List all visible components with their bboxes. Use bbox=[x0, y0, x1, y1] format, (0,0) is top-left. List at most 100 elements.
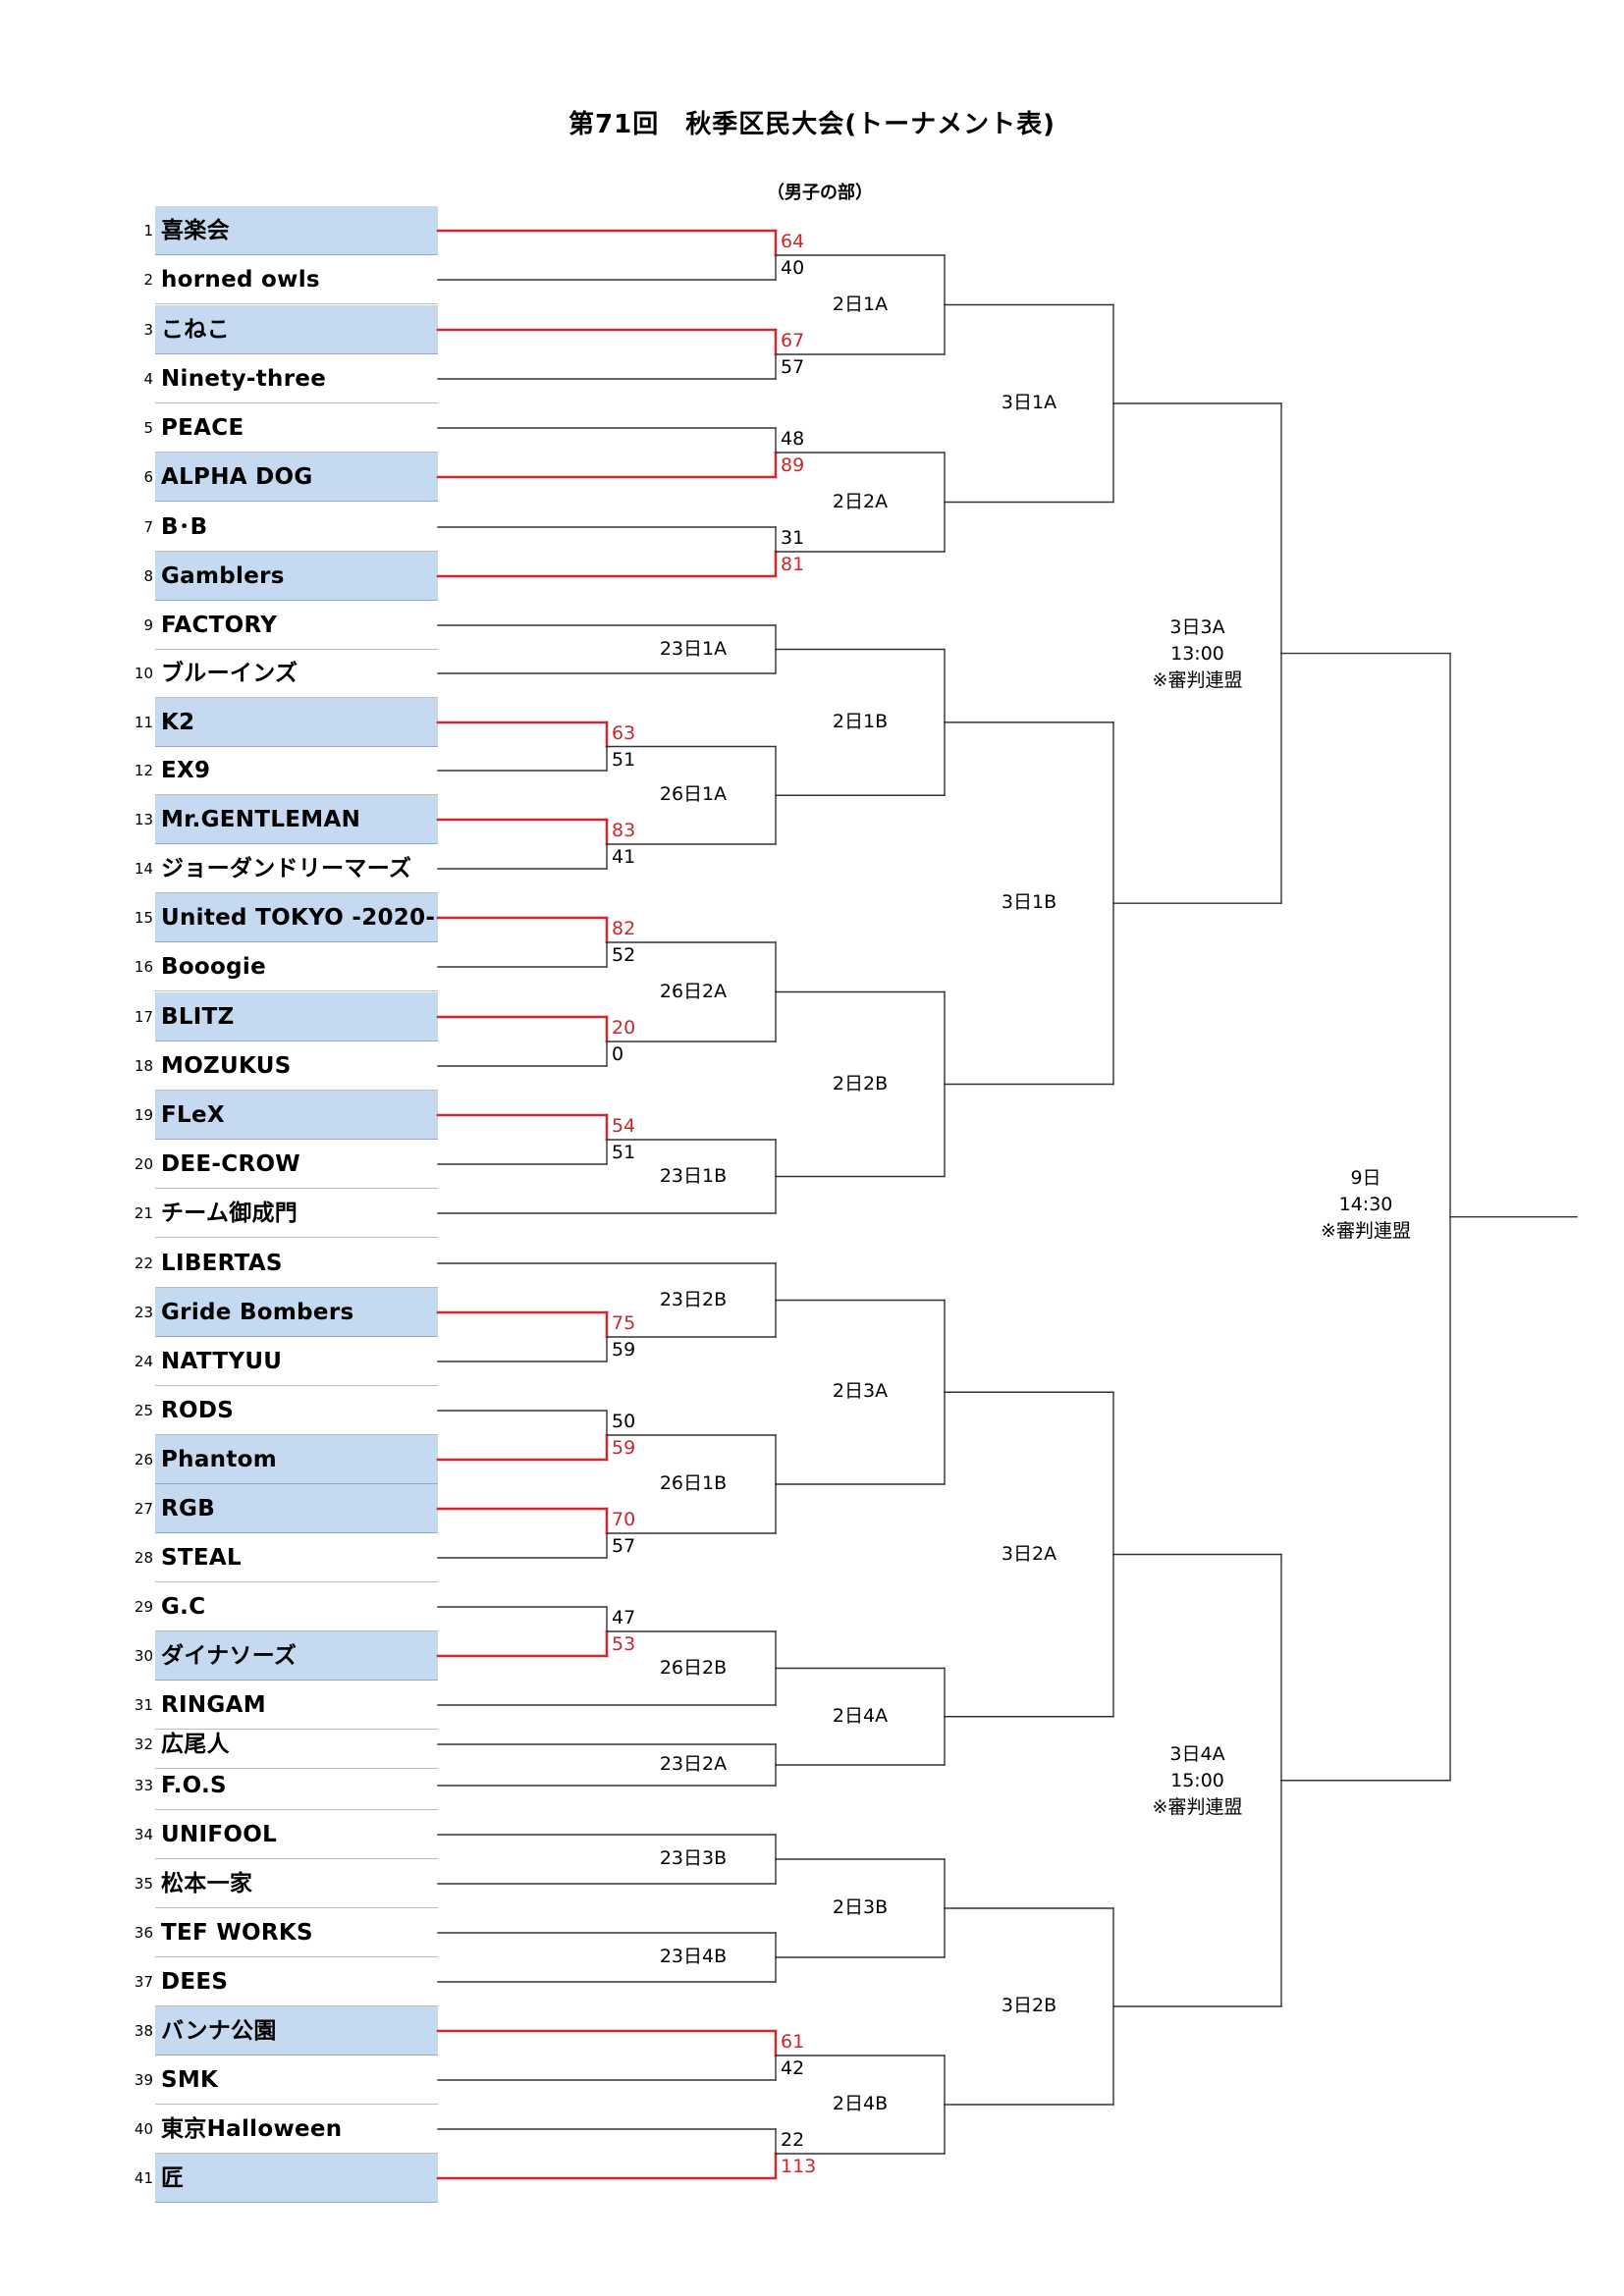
team-name-box: ダイナソーズ bbox=[155, 1631, 438, 1681]
team-number: 25 bbox=[134, 1402, 153, 1419]
team-row: 14 ジョーダンドリーマーズ bbox=[0, 844, 438, 893]
team-name: Ninety-three bbox=[161, 366, 327, 392]
team-number: 10 bbox=[134, 665, 153, 682]
team-name: Booogie bbox=[161, 954, 266, 980]
team-row: 21 チーム御成門 bbox=[0, 1189, 438, 1238]
team-name: 匠 bbox=[161, 2165, 185, 2191]
team-row: 10 ブルーインズ bbox=[0, 649, 438, 698]
team-name-box: PEACE bbox=[155, 403, 438, 453]
team-number: 37 bbox=[134, 1973, 153, 1991]
team-number: 17 bbox=[134, 1008, 153, 1026]
team-name: FLeX bbox=[161, 1102, 225, 1128]
team-name: ALPHA DOG bbox=[161, 464, 313, 490]
team-number: 24 bbox=[134, 1353, 153, 1370]
team-name: RODS bbox=[161, 1398, 235, 1423]
team-name-box: ALPHA DOG bbox=[155, 453, 438, 502]
team-number: 5 bbox=[143, 419, 153, 437]
team-number: 11 bbox=[134, 714, 153, 731]
team-number: 23 bbox=[134, 1304, 153, 1321]
team-name-box: horned owls bbox=[155, 255, 438, 304]
team-name: PEACE bbox=[161, 415, 244, 441]
team-name: 東京Halloween bbox=[161, 2116, 343, 2142]
team-number: 13 bbox=[134, 811, 153, 828]
team-name: NATTYUU bbox=[161, 1349, 283, 1374]
team-number: 31 bbox=[134, 1696, 153, 1714]
team-name: FACTORY bbox=[161, 613, 278, 638]
team-number: 22 bbox=[134, 1255, 153, 1272]
team-row: 25 RODS bbox=[0, 1386, 438, 1435]
team-number: 1 bbox=[143, 222, 153, 240]
team-name-box: 松本一家 bbox=[155, 1859, 438, 1908]
team-number: 39 bbox=[134, 2071, 153, 2089]
team-number: 4 bbox=[143, 370, 153, 388]
team-number: 19 bbox=[134, 1106, 153, 1124]
team-name: United TOKYO -2020- bbox=[161, 905, 436, 931]
team-row: 23 Gride Bombers bbox=[0, 1288, 438, 1337]
team-row: 9 FACTORY bbox=[0, 601, 438, 650]
team-row: 36 TEF WORKS bbox=[0, 1908, 438, 1957]
team-name-box: バンナ公園 bbox=[155, 2006, 438, 2056]
team-name: Gride Bombers bbox=[161, 1300, 354, 1325]
team-number: 3 bbox=[143, 321, 153, 339]
team-name-box: RINGAM bbox=[155, 1681, 438, 1730]
team-name: UNIFOOL bbox=[161, 1822, 278, 1847]
team-name: バンナ公園 bbox=[161, 2018, 277, 2044]
team-number: 36 bbox=[134, 1924, 153, 1942]
team-name: F.O.S bbox=[161, 1773, 227, 1798]
team-name: ブルーインズ bbox=[161, 661, 298, 686]
team-name-box: United TOKYO -2020- bbox=[155, 893, 438, 942]
team-name-box: 東京Halloween bbox=[155, 2105, 438, 2154]
team-name: TEF WORKS bbox=[161, 1920, 313, 1946]
team-name: G.C bbox=[161, 1594, 206, 1620]
team-name-box: UNIFOOL bbox=[155, 1810, 438, 1859]
team-row: 4 Ninety-three bbox=[0, 354, 438, 403]
team-name-box: EX9 bbox=[155, 746, 438, 795]
team-number: 15 bbox=[134, 909, 153, 927]
team-name: チーム御成門 bbox=[161, 1201, 298, 1226]
team-number: 41 bbox=[134, 2169, 153, 2187]
team-name: Gamblers bbox=[161, 563, 285, 589]
team-number: 14 bbox=[134, 860, 153, 878]
team-number: 29 bbox=[134, 1598, 153, 1616]
team-name-box: Booogie bbox=[155, 942, 438, 991]
team-row: 5 PEACE bbox=[0, 403, 438, 453]
team-number: 27 bbox=[134, 1500, 153, 1518]
team-name-box: TEF WORKS bbox=[155, 1908, 438, 1957]
team-number: 6 bbox=[143, 468, 153, 486]
team-number: 40 bbox=[134, 2120, 153, 2138]
team-name: B･B bbox=[161, 514, 208, 540]
team-number: 21 bbox=[134, 1204, 153, 1222]
team-name-box: LIBERTAS bbox=[155, 1239, 438, 1288]
team-number: 8 bbox=[143, 567, 153, 585]
team-name-box: こねこ bbox=[155, 305, 438, 354]
team-name: STEAL bbox=[161, 1545, 242, 1571]
team-row: 41 匠 bbox=[0, 2154, 438, 2203]
team-name-box: FACTORY bbox=[155, 601, 438, 650]
team-name-box: Mr.GENTLEMAN bbox=[155, 795, 438, 844]
team-name: Phantom bbox=[161, 1447, 277, 1472]
team-name-box: STEAL bbox=[155, 1533, 438, 1582]
team-name-box: Phantom bbox=[155, 1435, 438, 1484]
page-subtitle: （男子の部） bbox=[767, 183, 873, 203]
team-number: 9 bbox=[143, 616, 153, 634]
team-name: ジョーダンドリーマーズ bbox=[161, 856, 412, 881]
team-number: 32 bbox=[134, 1735, 153, 1753]
team-name-box: SMK bbox=[155, 2056, 438, 2105]
